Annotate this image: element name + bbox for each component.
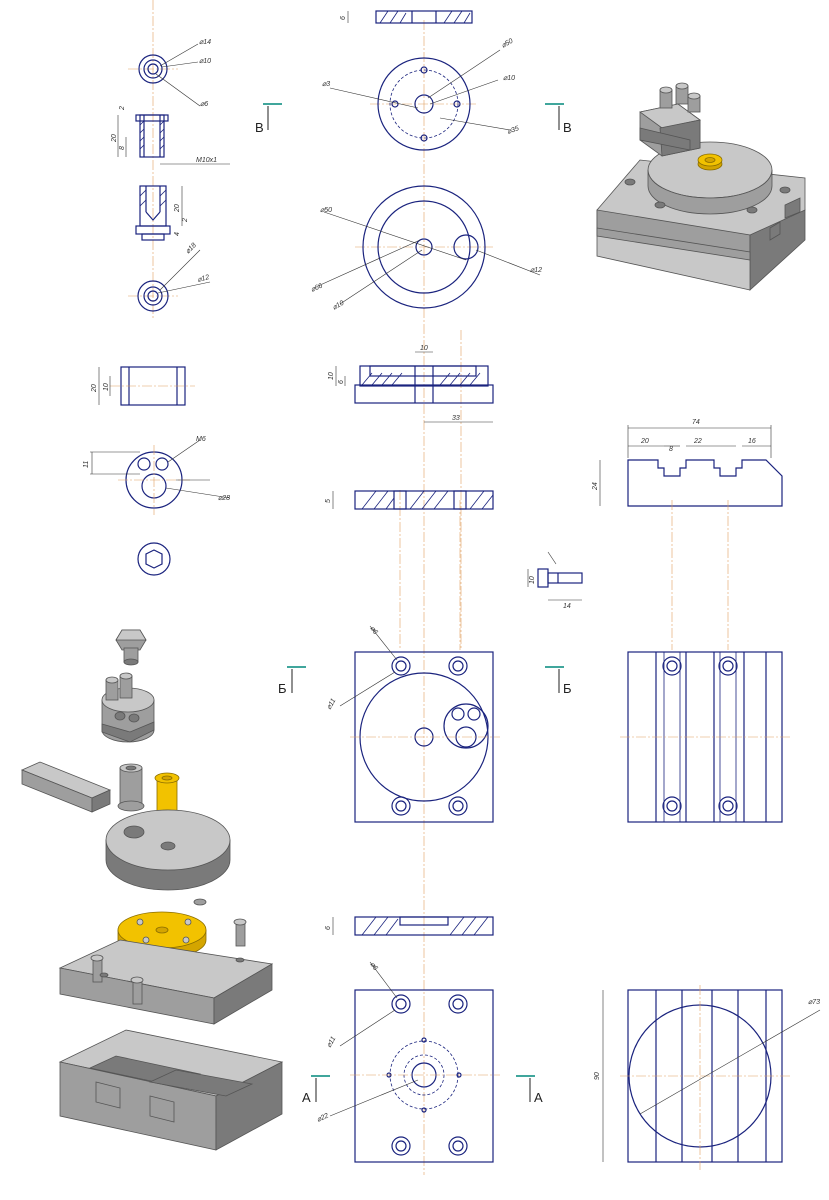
base-bottom-view: 90 ⌀73	[594, 985, 821, 1170]
section-label-a-left: А	[302, 1090, 311, 1105]
dim-h2-a: 2	[119, 106, 126, 111]
dim-w74: 74	[692, 419, 700, 426]
screw-section: 20 2 4	[135, 185, 189, 241]
dim-d50-a: ⌀50	[501, 38, 515, 50]
dim-h10-c: 10	[103, 383, 110, 391]
dim-d18: ⌀18	[184, 242, 198, 256]
assembled-model-3d	[596, 82, 806, 291]
dim-d28: ⌀28	[218, 495, 230, 502]
section-label-a-right: А	[534, 1090, 543, 1105]
dim-d12-a: ⌀12	[197, 274, 211, 284]
bushing-top-view: ⌀14 ⌀10 ⌀6	[128, 0, 211, 320]
section-markers: В В Б Б А А	[255, 103, 572, 1105]
dim-d12-b: ⌀12	[530, 267, 542, 274]
dim-d14: ⌀14	[199, 39, 211, 46]
dim-h2-b: 2	[182, 218, 189, 223]
dim-h11: 11	[83, 461, 90, 468]
hex-socket-view	[137, 542, 171, 576]
dim-d11-a: ⌀11	[326, 697, 338, 711]
dim-d6-c: ⌀6	[368, 961, 378, 972]
dim-w22: 22	[693, 438, 702, 445]
dim-h20-b: 20	[174, 204, 181, 213]
dim-m10: M10x1	[196, 157, 217, 164]
dim-h8: 8	[119, 146, 126, 150]
dim-h90: 90	[594, 1072, 601, 1080]
section-b-view: ⌀6 ⌀11	[326, 625, 500, 823]
dim-w33: 33	[452, 415, 460, 422]
dim-d10: ⌀10	[199, 58, 211, 65]
dim-d10-b: ⌀10	[503, 75, 515, 82]
dim-h4: 4	[174, 232, 181, 236]
section-label-v-right: В	[563, 120, 572, 135]
dim-w14: 14	[563, 603, 571, 610]
dim-h20-c: 20	[91, 384, 98, 393]
dim-d3: ⌀3	[322, 81, 330, 88]
dim-w10: 10	[420, 345, 428, 352]
dim-h6-top: 6	[340, 16, 347, 20]
dim-h10-s: 10	[529, 576, 536, 584]
dim-h20-a: 20	[111, 134, 118, 143]
washer-top-view: ⌀18 ⌀12	[128, 242, 211, 312]
dim-w20: 20	[640, 438, 649, 445]
dim-d6-b: ⌀6	[368, 625, 378, 636]
dim-m6: M6	[196, 436, 206, 443]
section-a-view: ⌀6 ⌀11 ⌀22	[316, 961, 500, 1163]
dim-d35: ⌀35	[506, 125, 520, 136]
bushing-section: 2 20 8 M10x1	[111, 106, 230, 165]
dim-d22: ⌀22	[316, 1112, 330, 1123]
dim-h6-c: 6	[325, 926, 332, 930]
dim-h6-b: 6	[338, 380, 345, 384]
mid-plate-section: 5	[325, 490, 494, 510]
dim-d73: ⌀73	[808, 999, 820, 1006]
dim-h5: 5	[325, 499, 332, 503]
lower-plate-section: 6	[325, 916, 494, 936]
dim-d6: ⌀6	[200, 101, 208, 108]
cylinder-block-top: M6 11 ⌀28	[83, 436, 230, 515]
dim-h24: 24	[592, 482, 599, 491]
base-top-view	[620, 651, 790, 823]
cylinder-block-side: 20 10	[91, 366, 195, 406]
top-plate-section: 6	[340, 10, 473, 24]
dim-d66: ⌀66	[310, 282, 324, 293]
disc-top-view: ⌀3 ⌀50 ⌀10 ⌀35	[322, 38, 520, 151]
section-label-b-right: Б	[563, 681, 572, 696]
section-label-b-left: Б	[278, 681, 287, 696]
round-plate-top-view: ⌀50 ⌀66 ⌀10 ⌀12	[310, 185, 542, 312]
dim-d11-b: ⌀11	[326, 1035, 338, 1049]
dim-d50-b: ⌀50	[320, 207, 332, 214]
dim-h10: 10	[328, 372, 335, 380]
dim-w8: 8	[669, 446, 673, 453]
dim-w16: 16	[748, 438, 756, 445]
small-bolt-view: 10 14	[527, 551, 583, 610]
round-plate-section: 10 10 6 33	[328, 345, 494, 423]
base-profile-view: 74 20 8 22 16 24	[592, 419, 783, 650]
exploded-model-3d	[20, 629, 284, 1151]
section-label-v-left: В	[255, 120, 264, 135]
